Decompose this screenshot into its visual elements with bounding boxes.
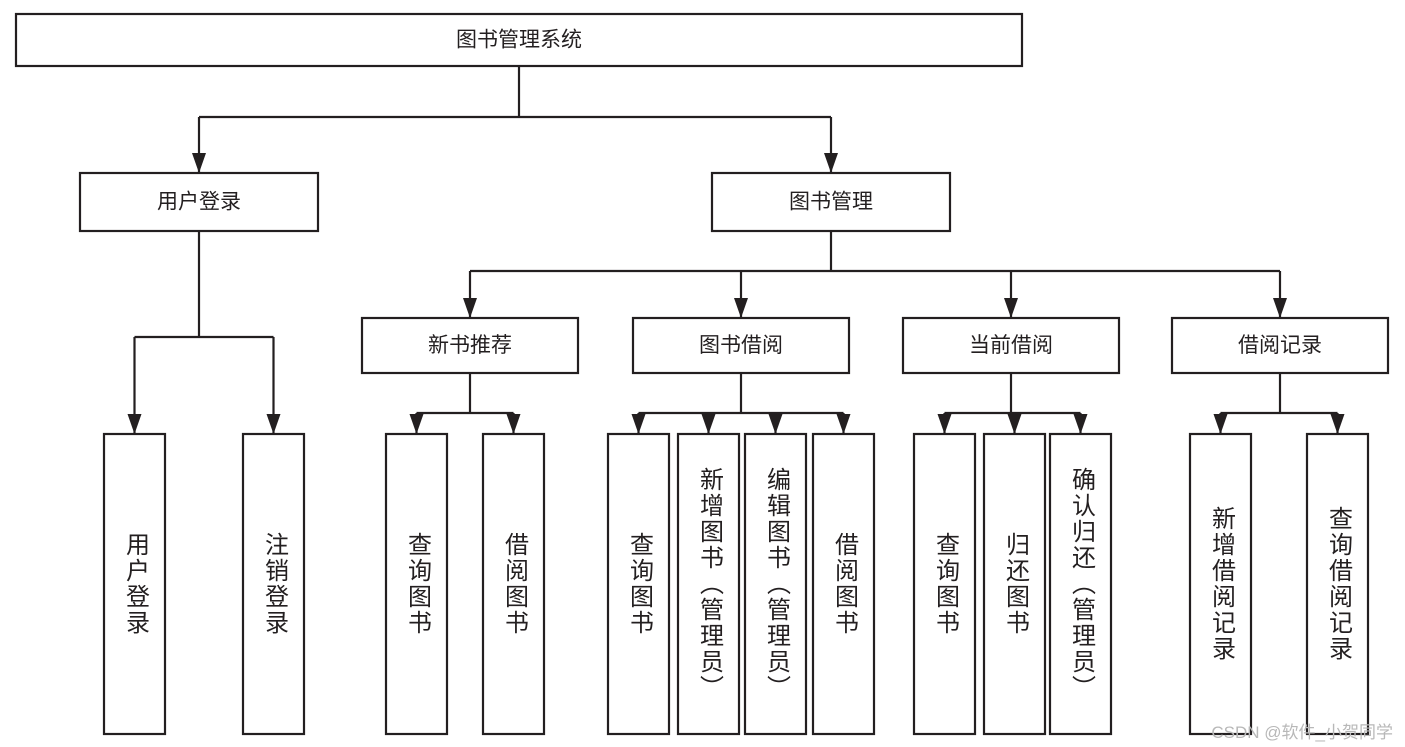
- node-label-level3-3: 借阅记录: [1238, 334, 1322, 357]
- arrow-head-icon-leaf-9: [1007, 414, 1022, 434]
- watermark-text: CSDN @软件_小贺同学: [1211, 723, 1393, 742]
- arrow-head-icon-leaf-8: [937, 414, 952, 434]
- node-box-leaf-5[interactable]: [676, 432, 741, 736]
- arrow-head-icon-leaf-0: [127, 414, 142, 434]
- arrow-head-icon-level3-2: [1004, 298, 1018, 318]
- node-box-leaf-11[interactable]: [1188, 432, 1253, 736]
- arrow-head-icon-leaf-12: [1330, 414, 1345, 434]
- arrow-head-icon-level3-1: [734, 298, 748, 318]
- arrow-head-icon-leaf-2: [409, 414, 424, 434]
- node-label-level3-0: 新书推荐: [428, 334, 512, 357]
- arrow-head-icon-leaf-6: [768, 414, 783, 434]
- node-box-leaf-7[interactable]: [811, 432, 876, 736]
- node-box-level3-0[interactable]: [360, 316, 580, 375]
- arrow-head-icon-leaf-7: [836, 414, 851, 434]
- node-box-level3-1[interactable]: [631, 316, 851, 375]
- node-box-level3-3[interactable]: [1170, 316, 1390, 375]
- node-box-leaf-9[interactable]: [982, 432, 1047, 736]
- arrow-head-icon-level3-0: [463, 298, 477, 318]
- node-label-level2-0: 用户登录: [157, 191, 241, 214]
- arrow-head-icon-leaf-11: [1213, 414, 1228, 434]
- node-box-root[interactable]: [14, 12, 1024, 68]
- node-box-leaf-1[interactable]: [241, 432, 306, 736]
- node-box-leaf-6[interactable]: [743, 432, 808, 736]
- node-label-level3-1: 图书借阅: [699, 334, 783, 357]
- arrow-head-icon-leaf-5: [701, 414, 716, 434]
- node-label-root: 图书管理系统: [456, 29, 582, 52]
- arrow-head-icon-leaf-1: [266, 414, 281, 434]
- node-box-leaf-2[interactable]: [384, 432, 449, 736]
- node-box-leaf-10[interactable]: [1048, 432, 1113, 736]
- node-box-level3-2[interactable]: [901, 316, 1121, 375]
- arrow-head-icon-level2-0: [192, 153, 206, 173]
- arrow-head-icon-level3-3: [1273, 298, 1287, 318]
- connectors-layer: [127, 66, 1345, 434]
- arrow-head-icon-leaf-10: [1073, 414, 1088, 434]
- arrow-head-icon-leaf-3: [506, 414, 521, 434]
- node-box-leaf-12[interactable]: [1305, 432, 1370, 736]
- node-boxes-layer: [14, 12, 1390, 736]
- node-box-leaf-3[interactable]: [481, 432, 546, 736]
- node-box-leaf-0[interactable]: [102, 432, 167, 736]
- node-box-leaf-4[interactable]: [606, 432, 671, 736]
- node-box-level2-1[interactable]: [710, 171, 952, 233]
- node-label-level2-1: 图书管理: [789, 191, 873, 214]
- arrow-head-icon-leaf-4: [631, 414, 646, 434]
- node-box-leaf-8[interactable]: [912, 432, 977, 736]
- node-box-level2-0[interactable]: [78, 171, 320, 233]
- node-label-level3-2: 当前借阅: [969, 334, 1053, 357]
- arrow-head-icon-level2-1: [824, 153, 838, 173]
